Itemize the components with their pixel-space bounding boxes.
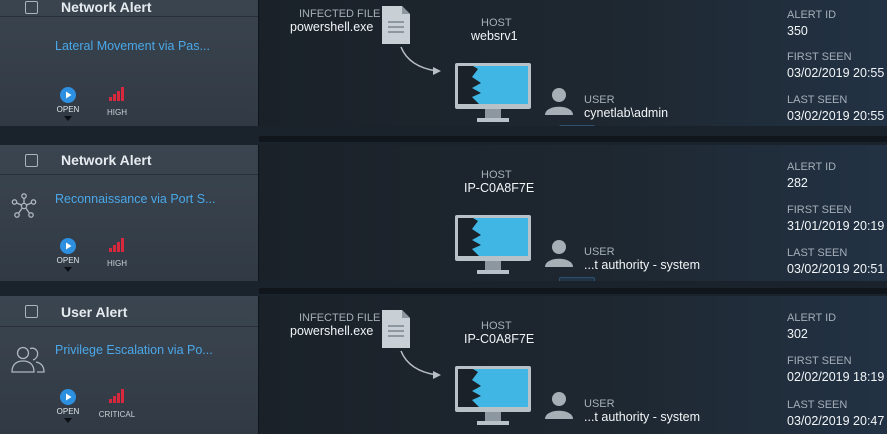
severity-bars-icon (109, 389, 124, 403)
host-name: IP-C0A8F7E (464, 181, 535, 195)
caret-down-icon[interactable] (64, 116, 72, 121)
monitor-icon (455, 63, 531, 122)
alert-id: 350 (787, 24, 808, 38)
select-checkbox[interactable] (25, 1, 38, 14)
user-icon (545, 88, 573, 115)
severity-indicator: CRITICAL (95, 389, 139, 419)
alert-details-panel: INFECTED FILE powershell.exe HOST websrv… (259, 0, 887, 126)
alert-id-label: ALERT ID (787, 161, 837, 173)
alert-type: Network Alert (61, 0, 152, 15)
severity-indicator: HIGH (103, 238, 131, 268)
severity-label: HIGH (107, 108, 127, 117)
first-seen-label: FIRST SEEN (787, 204, 852, 216)
alert-title-link[interactable]: Lateral Movement via Pas... (55, 39, 210, 53)
user-icon (545, 392, 573, 419)
user-label: USER (584, 246, 615, 258)
alert-title-link[interactable]: Reconnaissance via Port S... (55, 192, 216, 206)
user-icon (545, 240, 573, 267)
infected-file-name: powershell.exe (290, 324, 374, 338)
select-checkbox[interactable] (25, 154, 38, 167)
alert-details-panel: INFECTED FILE powershell.exe HOST IP-C0A… (259, 296, 887, 434)
network-nodes-icon (11, 193, 37, 218)
caret-down-icon[interactable] (64, 267, 72, 272)
row-divider (259, 136, 887, 142)
arrow-icon (400, 350, 441, 379)
severity-bars-icon (109, 87, 124, 101)
first-seen-value: 02/02/2019 18:19 (787, 370, 885, 384)
infected-file-label: INFECTED FILE (299, 312, 381, 324)
alert-title-link[interactable]: Privilege Escalation via Po... (55, 343, 213, 357)
infected-file-label: INFECTED FILE (299, 8, 381, 20)
user-name: ...t authority - system (584, 410, 701, 424)
users-icon (11, 346, 45, 373)
last-seen-label: LAST SEEN (787, 247, 848, 259)
monitor-icon (455, 366, 531, 425)
severity-indicator: HIGH (103, 87, 131, 117)
file-icon (382, 6, 410, 44)
status-open[interactable]: OPEN (55, 238, 81, 272)
alert-summary-panel: User Alert Privilege Escalation via Po..… (0, 296, 259, 434)
user-label: USER (584, 94, 615, 106)
status-label: OPEN (56, 407, 80, 416)
expand-button[interactable]: ↓↓↓ (559, 125, 595, 126)
monitor-icon (455, 215, 531, 274)
play-icon (60, 389, 76, 405)
first-seen-label: FIRST SEEN (787, 51, 852, 63)
last-seen-value: 03/02/2019 20:51 (787, 262, 885, 276)
host-name: websrv1 (471, 29, 518, 43)
alert-summary-panel: Network Alert Reconnaissance via Port S.… (0, 145, 259, 281)
status-label: OPEN (56, 105, 80, 114)
severity-label: HIGH (107, 259, 127, 268)
alert-header (0, 145, 258, 175)
host-label: HOST (481, 320, 512, 332)
alert-id: 282 (787, 176, 808, 190)
alert-details-panel: HOST IP-C0A8F7E USER ...t authority - sy… (259, 145, 887, 281)
expand-button[interactable]: ↓↓↓ (559, 277, 595, 281)
alert-id-label: ALERT ID (787, 9, 837, 21)
play-icon (60, 87, 76, 103)
play-icon (60, 238, 76, 254)
row-divider (259, 288, 887, 294)
alert-summary-panel: Network Alert Lateral Movement via Pas..… (0, 0, 259, 126)
first-seen-label: FIRST SEEN (787, 355, 852, 367)
alert-type: User Alert (61, 304, 128, 320)
last-seen-value: 03/02/2019 20:47 (787, 414, 885, 428)
alert-row[interactable]: Network Alert Lateral Movement via Pas..… (0, 0, 887, 126)
status-open[interactable]: OPEN (55, 389, 81, 423)
alert-header (0, 296, 258, 327)
last-seen-label: LAST SEEN (787, 94, 848, 106)
severity-label: CRITICAL (98, 410, 136, 419)
status-open[interactable]: OPEN (55, 87, 81, 121)
alert-header (0, 0, 258, 17)
arrow-icon (400, 46, 441, 75)
severity-bars-icon (109, 238, 124, 252)
alert-type: Network Alert (61, 152, 152, 168)
host-label: HOST (481, 169, 512, 181)
host-label: HOST (481, 17, 512, 29)
alert-id: 302 (787, 327, 808, 341)
alert-row[interactable]: Network Alert Reconnaissance via Port S.… (0, 145, 887, 281)
infected-file-name: powershell.exe (290, 20, 374, 34)
user-label: USER (584, 398, 615, 410)
last-seen-label: LAST SEEN (787, 399, 848, 411)
alert-row[interactable]: User Alert Privilege Escalation via Po..… (0, 296, 887, 434)
alert-id-label: ALERT ID (787, 312, 837, 324)
status-label: OPEN (56, 256, 80, 265)
user-name: cynetlab\admin (584, 106, 669, 120)
file-icon (382, 310, 410, 348)
last-seen-value: 03/02/2019 20:55 (787, 109, 885, 123)
select-checkbox[interactable] (25, 305, 38, 318)
caret-down-icon[interactable] (64, 418, 72, 423)
first-seen-value: 31/01/2019 20:19 (787, 219, 885, 233)
host-name: IP-C0A8F7E (464, 332, 535, 346)
first-seen-value: 03/02/2019 20:55 (787, 66, 885, 80)
user-name: ...t authority - system (584, 258, 701, 272)
